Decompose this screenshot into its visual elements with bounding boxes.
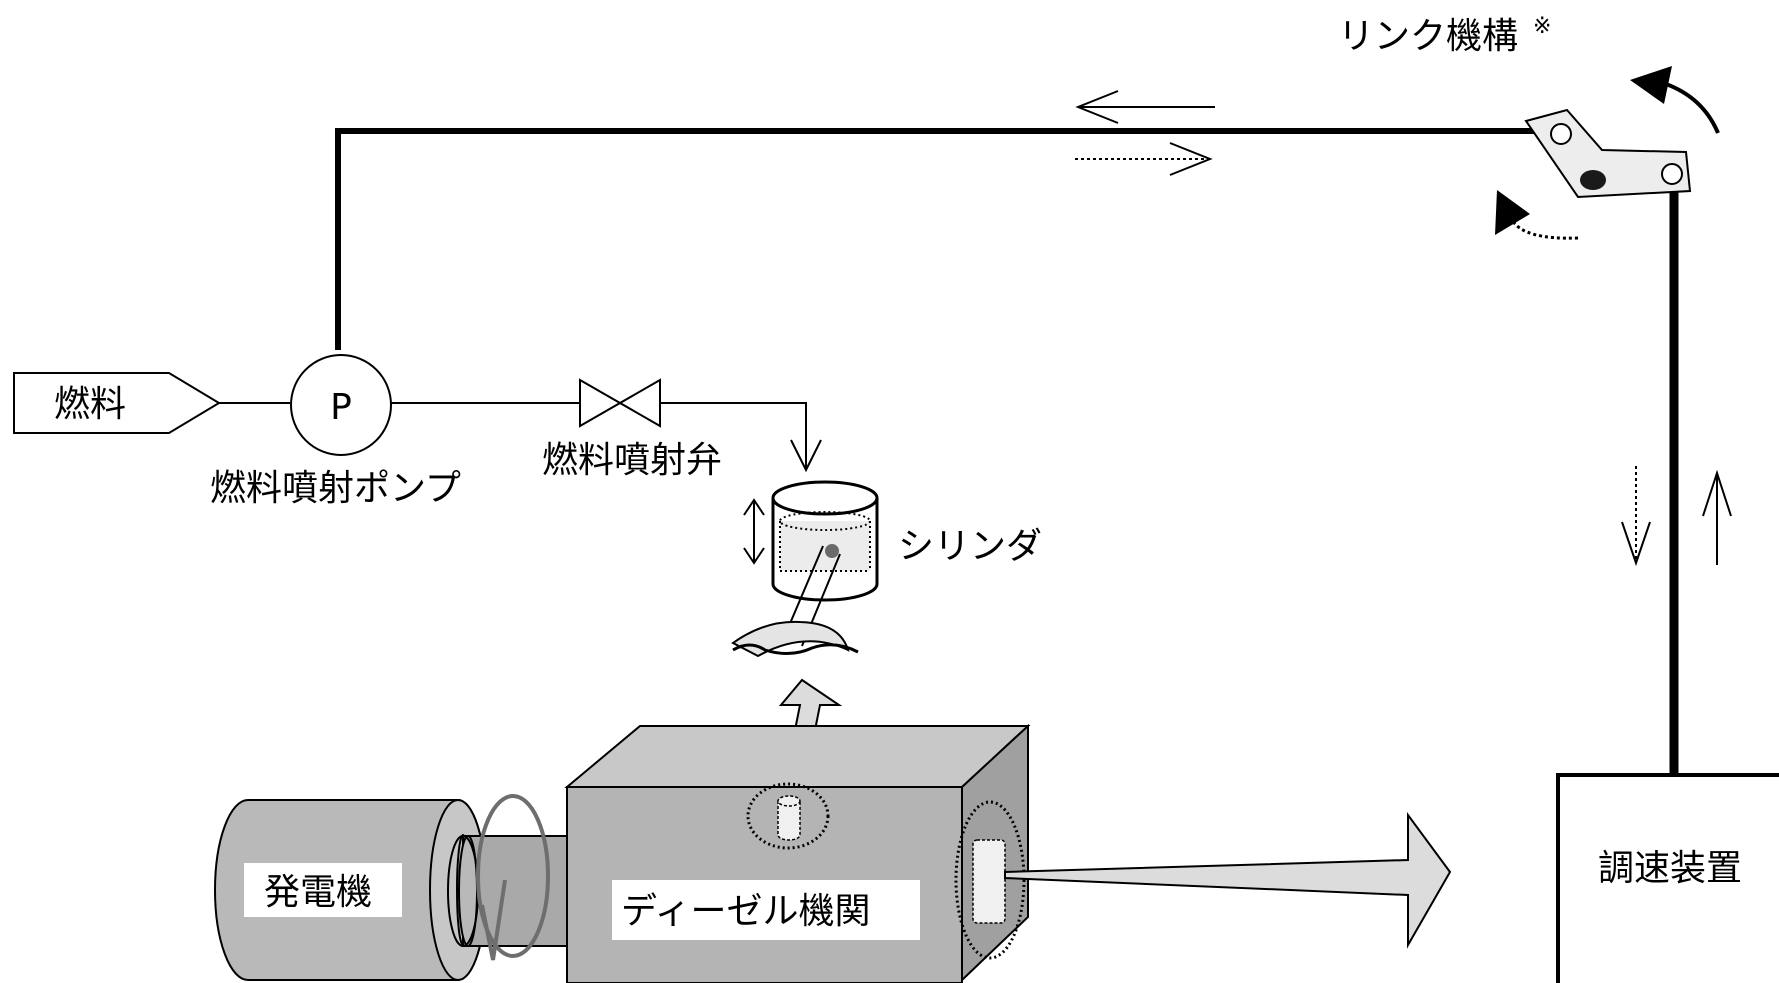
engine-to-governor-arrow bbox=[1004, 811, 1452, 949]
fuel-injection-pump-label: 燃料噴射ポンプ bbox=[210, 468, 461, 509]
link-plate bbox=[1524, 108, 1692, 199]
fuel-pipe-to-cylinder bbox=[660, 402, 807, 468]
link-mechanism bbox=[1524, 108, 1692, 199]
rod-direction-arrow-down-dotted bbox=[1621, 466, 1651, 567]
generator-label-box bbox=[244, 863, 402, 917]
governor-label: 調速装置 bbox=[1598, 848, 1742, 889]
fuel-injection-pump-symbol bbox=[290, 354, 392, 456]
pump-letter: P bbox=[330, 387, 352, 428]
link-pivot-upper bbox=[1550, 123, 1572, 145]
link-mechanism-note-mark: ※ bbox=[1533, 14, 1551, 39]
cylinder-label: シリンダ bbox=[898, 526, 1042, 567]
link-mechanism-label: リンク機構 bbox=[1338, 16, 1518, 57]
fuel-injection-valve-symbol bbox=[579, 378, 661, 428]
diesel-engine bbox=[564, 723, 1031, 983]
cylinder bbox=[731, 480, 879, 658]
fuel-source-tag bbox=[13, 372, 221, 434]
link-rod bbox=[335, 128, 1560, 350]
fuel-label: 燃料 bbox=[54, 384, 126, 425]
rod-direction-arrow-right-dotted bbox=[1075, 142, 1213, 176]
fuel-injection-valve-label: 燃料噴射弁 bbox=[542, 440, 722, 481]
rotation-arrow-dotted bbox=[1495, 190, 1579, 240]
rod-direction-arrow-left bbox=[1075, 90, 1215, 124]
piston-motion-arrow bbox=[743, 498, 765, 565]
link-pivot-right bbox=[1661, 163, 1683, 185]
fuel-flow-arrowhead bbox=[790, 439, 822, 473]
link-fixed-pivot bbox=[1580, 170, 1606, 190]
rod-direction-arrow-up bbox=[1702, 469, 1732, 565]
governor-box bbox=[1556, 773, 1779, 983]
piston bbox=[780, 521, 870, 571]
engine-top-face bbox=[564, 725, 1031, 788]
generator-label: 発電機 bbox=[264, 872, 372, 913]
diesel-engine-label: ディーゼル機関 bbox=[621, 891, 870, 932]
crankshaft-web bbox=[731, 620, 850, 658]
diesel-engine-label-box bbox=[612, 880, 920, 940]
rotation-arrow-solid bbox=[1630, 66, 1720, 134]
drive-belt bbox=[476, 794, 550, 961]
